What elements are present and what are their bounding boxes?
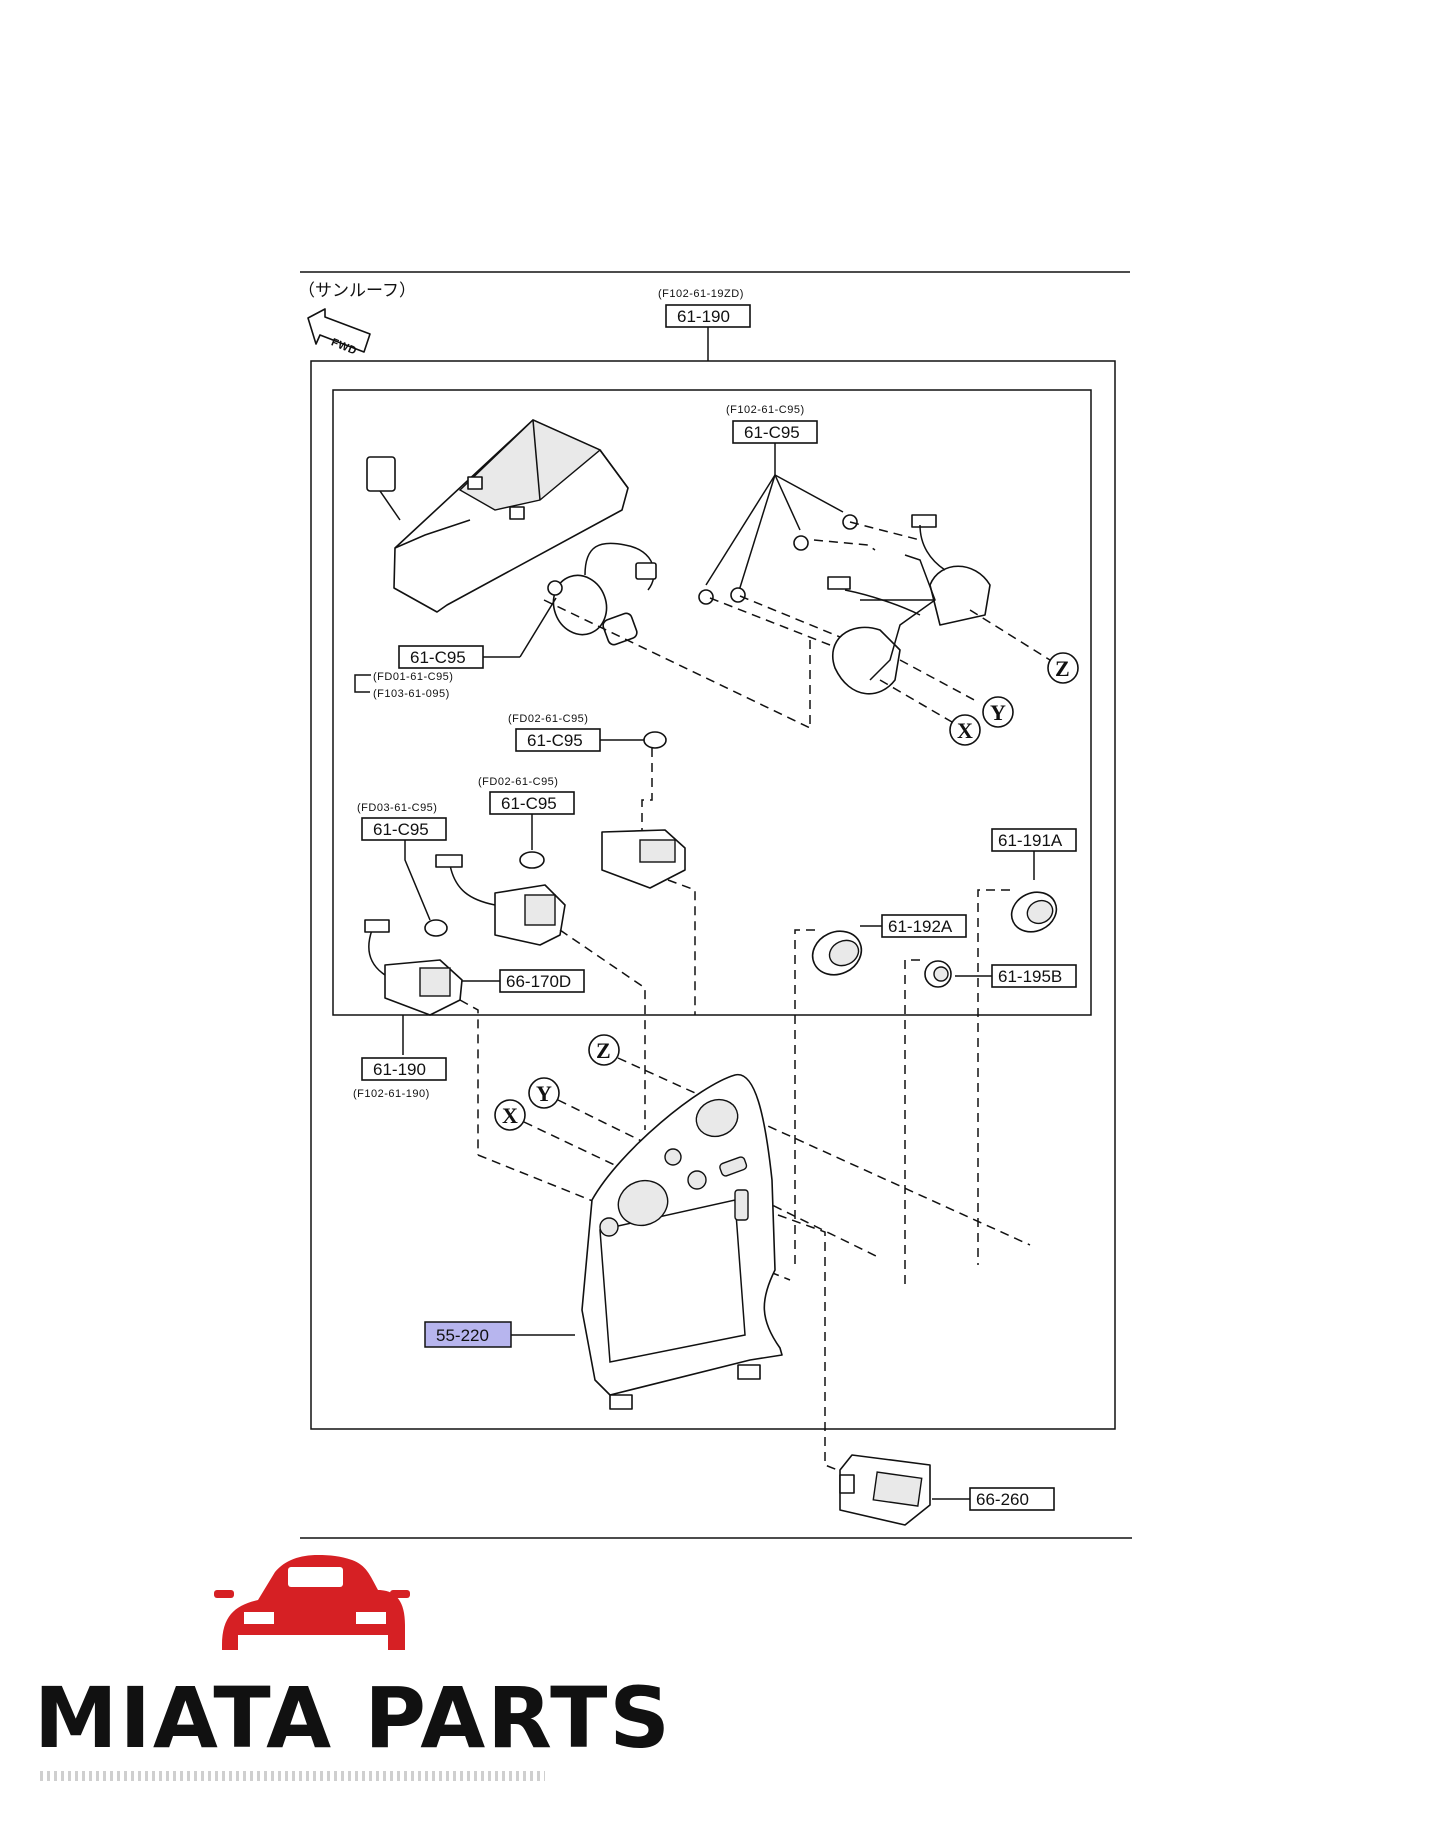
svg-text:X: X: [502, 1103, 518, 1128]
top-right-harness-sub: (F102-61-C95): [726, 404, 805, 416]
callout-x-top: X: [949, 714, 981, 746]
section-title: （サンルーフ）: [298, 281, 416, 300]
middle-harness-code: 61-C95: [527, 731, 583, 750]
svg-text:Y: Y: [536, 1081, 552, 1106]
fwd-arrow-icon: FWD: [307, 308, 371, 358]
left-small-harness-box: [361, 817, 447, 841]
panel-highlight: [424, 1321, 512, 1348]
bottom-main-box: [361, 1057, 447, 1081]
switch-bottom: [839, 1454, 931, 1526]
panel-code: 55-220: [436, 1326, 489, 1345]
callout-x-bottom: X: [494, 1099, 526, 1131]
left-small-harness-code: 61-C95: [373, 820, 429, 839]
sunroof-motor-housing: [366, 419, 629, 613]
top-main-sub: (F102-61-19ZD): [658, 288, 744, 300]
switch-d-code: 66-170D: [506, 972, 571, 991]
callout-y-top: Y: [982, 696, 1014, 728]
drive-motor: [547, 542, 657, 646]
callout-z-bottom: Z: [588, 1034, 620, 1066]
svg-text:X: X: [957, 718, 973, 743]
switch-connector-center: [435, 851, 646, 1130]
left-harness-code: 61-C95: [410, 648, 466, 667]
center-harness-code: 61-C95: [501, 794, 557, 813]
bottom-main-sub: (F102-61-190): [353, 1088, 430, 1100]
knob-a-code: 61-191A: [998, 831, 1063, 850]
left-harness-sub2: (F103-61-095): [373, 688, 450, 700]
center-harness-sub: (FD02-61-C95): [478, 776, 558, 788]
inner-frame: [332, 389, 1092, 1016]
knob-c-code: 61-195B: [998, 967, 1062, 986]
switch-bottom-code: 66-260: [976, 1490, 1029, 1509]
switch-harness-assembly: [698, 514, 991, 695]
top-right-harness-code: 61-C95: [744, 423, 800, 442]
brand-car-logo-icon: [214, 1555, 410, 1650]
switch-connector-upper: [601, 731, 696, 1015]
left-small-harness-sub: (FD03-61-C95): [357, 802, 437, 814]
callout-z-top: Z: [1047, 652, 1079, 684]
bottom-main-code: 61-190: [373, 1060, 426, 1079]
center-console-panel: [581, 1073, 783, 1410]
outer-frame: [310, 360, 1116, 1430]
callout-y-bottom: Y: [528, 1077, 560, 1109]
knob-a: [1010, 891, 1058, 933]
left-harness-sub1: (FD01-61-C95): [373, 671, 453, 683]
knob-b-code: 61-192A: [888, 917, 953, 936]
middle-harness-sub: (FD02-61-C95): [508, 713, 588, 725]
top-main-code: 61-190: [677, 307, 730, 326]
switch-connector-lower: [364, 919, 479, 1155]
svg-text:Y: Y: [990, 700, 1006, 725]
svg-text:Z: Z: [596, 1038, 611, 1063]
knob-c: [924, 960, 952, 988]
svg-text:Z: Z: [1055, 656, 1070, 681]
knob-b: [811, 930, 863, 976]
brand-name: MIATA PARTS: [34, 1669, 672, 1767]
